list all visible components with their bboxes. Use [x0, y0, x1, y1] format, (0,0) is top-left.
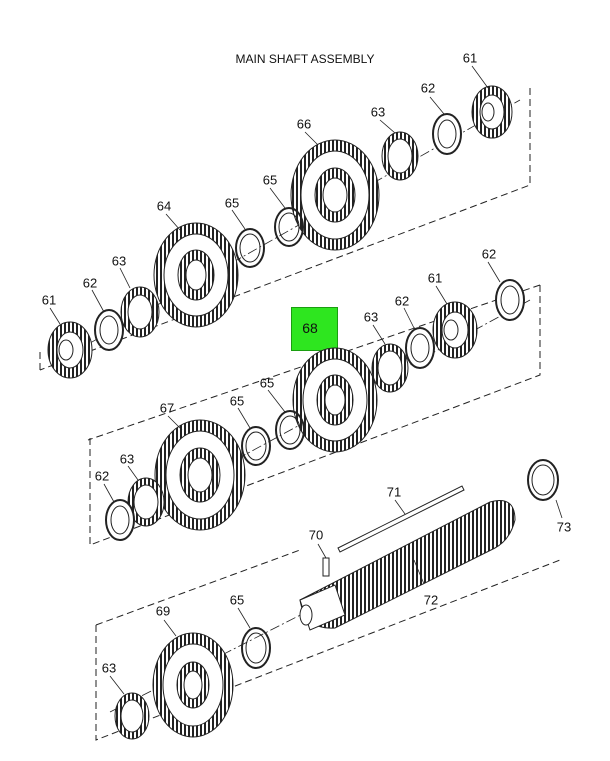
ring-62-upper[interactable]	[432, 113, 462, 155]
ring-62-lower[interactable]	[105, 499, 135, 541]
callout-65-d[interactable]: 65	[229, 393, 245, 409]
callout-63-left[interactable]: 63	[111, 253, 127, 269]
callout-62-right[interactable]: 62	[481, 246, 497, 262]
callout-63-lower[interactable]: 63	[119, 451, 135, 467]
callout-70[interactable]: 70	[308, 527, 324, 543]
gear-63-left[interactable]	[120, 286, 160, 338]
callout-62-lower[interactable]: 62	[94, 468, 110, 484]
callout-62-upper[interactable]: 62	[420, 80, 436, 96]
callout-64[interactable]: 64	[156, 198, 172, 214]
callout-63-mid[interactable]: 63	[363, 309, 379, 325]
snap-ring-65-d[interactable]	[241, 426, 271, 466]
gear-63-upper[interactable]	[381, 131, 419, 181]
callout-67[interactable]: 67	[159, 400, 175, 416]
diagram-title: MAIN SHAFT ASSEMBLY	[235, 52, 375, 66]
callout-65-e[interactable]: 65	[229, 592, 245, 608]
callout-72[interactable]: 72	[423, 592, 439, 608]
callout-63-bottom[interactable]: 63	[101, 660, 117, 676]
callout-62-mid[interactable]: 62	[394, 293, 410, 309]
callout-68[interactable]: 68	[302, 320, 318, 336]
callout-62-left[interactable]: 62	[82, 275, 98, 291]
callout-69[interactable]: 69	[155, 603, 171, 619]
gear-63-mid[interactable]	[371, 343, 409, 393]
main-shaft-72[interactable]	[299, 500, 516, 631]
callout-65-b[interactable]: 65	[224, 195, 240, 211]
snap-ring-65-c[interactable]	[275, 410, 305, 450]
ring-62-mid[interactable]	[405, 327, 435, 369]
callout-61-left[interactable]: 61	[41, 292, 57, 308]
snap-ring-65-a[interactable]	[274, 207, 304, 247]
gear-63-bottom[interactable]	[114, 692, 150, 740]
gear-67[interactable]	[154, 419, 246, 531]
callout-63-upper[interactable]: 63	[370, 104, 386, 120]
snap-ring-73[interactable]	[527, 459, 559, 501]
bearing-61-right[interactable]	[432, 301, 478, 359]
ring-62-left[interactable]	[94, 309, 124, 351]
bearing-61-left[interactable]	[47, 321, 93, 379]
callout-65-a[interactable]: 65	[262, 172, 278, 188]
gear-64[interactable]	[153, 222, 239, 328]
leader-lines	[49, 65, 563, 695]
ring-62-right[interactable]	[495, 279, 525, 321]
snap-ring-65-b[interactable]	[235, 228, 265, 268]
callout-66[interactable]: 66	[296, 116, 312, 132]
gear-68[interactable]	[292, 347, 378, 453]
gear-63-lower[interactable]	[127, 477, 165, 527]
gear-69[interactable]	[152, 632, 234, 738]
highlight-box-part-68[interactable]	[291, 307, 338, 351]
callout-73[interactable]: 73	[556, 519, 572, 535]
callout-65-c[interactable]: 65	[259, 375, 275, 391]
bearing-61-upper[interactable]	[471, 85, 513, 139]
pin-70[interactable]	[322, 557, 330, 577]
callout-61-right[interactable]: 61	[427, 270, 443, 286]
callout-61-upper[interactable]: 61	[462, 50, 478, 66]
callout-71[interactable]: 71	[386, 484, 402, 500]
snap-ring-65-e[interactable]	[241, 627, 271, 669]
gear-66[interactable]	[290, 139, 380, 251]
key-71[interactable]	[337, 485, 465, 553]
